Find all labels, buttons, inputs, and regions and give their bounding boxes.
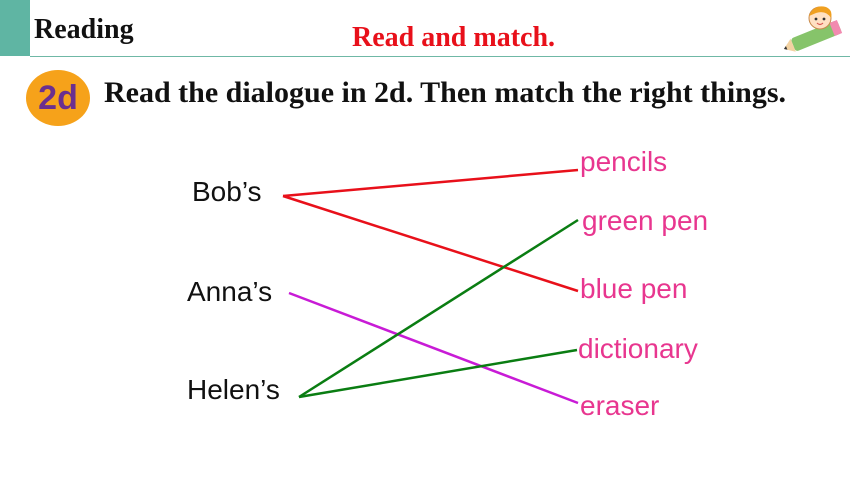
task-title: Read and match. <box>352 22 556 53</box>
name-annas: Anna’s <box>187 276 273 307</box>
match-line-annas-eraser <box>288 291 579 405</box>
exercise-badge: 2d <box>26 70 90 126</box>
match-line-bobs-pencils <box>282 168 579 198</box>
header-divider <box>30 56 850 57</box>
pencil-kid-icon <box>784 6 843 52</box>
item-green-pen: green pen <box>582 205 709 236</box>
name-helens: Helen’s <box>187 374 280 405</box>
match-line-bobs-blue-pen <box>282 194 579 293</box>
match-line-helens-dictionary <box>298 348 578 399</box>
exercise-instruction: Read the dialogue in 2d. Then match the … <box>104 76 787 109</box>
name-bobs: Bob’s <box>192 176 262 207</box>
item-dictionary: dictionary <box>578 333 698 364</box>
item-pencils: pencils <box>580 146 668 177</box>
item-blue-pen: blue pen <box>580 273 688 304</box>
header-accent-bar <box>0 0 30 56</box>
match-line-helens-green-pen <box>298 218 579 399</box>
section-title: Reading <box>34 14 134 45</box>
item-eraser: eraser <box>580 390 660 421</box>
